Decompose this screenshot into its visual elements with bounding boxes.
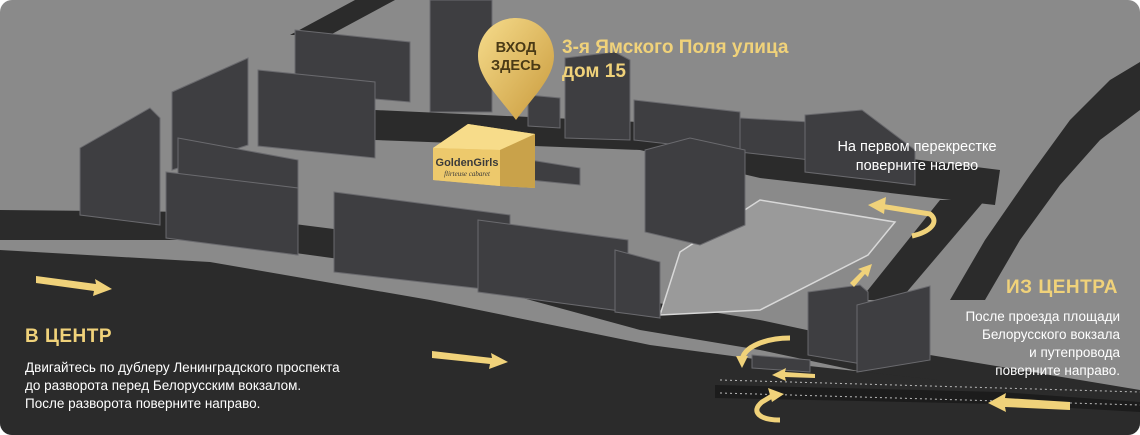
left-turn-arrow-icon (879, 203, 937, 239)
direction-line: Белорусского вокзала (981, 327, 1120, 342)
u-turn-arrow-icon (754, 393, 781, 423)
address-line: 3-я Ямского Поля улица (562, 37, 789, 58)
building (856, 285, 931, 373)
left-turn-arrow-head (868, 197, 886, 214)
direction-line: до разворота перед Белорусским вокзалом. (25, 378, 302, 393)
venue-building[interactable]: GoldenGirls flirteuse cabaret (433, 124, 535, 188)
direction-line: После разворота поверните направо. (25, 396, 261, 411)
arrow-right-icon (432, 351, 508, 369)
arrow-up-icon (850, 264, 872, 287)
building (614, 249, 661, 319)
pin-label-line1: ВХОД (496, 40, 537, 56)
route-arrows (36, 264, 1070, 412)
road-leningradsky-upper (0, 210, 1140, 420)
direction-line: и путепровода (1029, 345, 1120, 360)
arrow-left-icon (988, 393, 1070, 412)
building (564, 51, 631, 141)
pin-label-line2: ЗДЕСЬ (491, 58, 541, 74)
map-pin-icon[interactable]: ВХОД ЗДЕСЬ (478, 18, 554, 120)
building (429, 0, 493, 113)
road-side-lane (860, 200, 985, 300)
direction-line: После проезда площади (965, 309, 1120, 324)
u-turn-arrow-head (768, 388, 784, 402)
building (165, 171, 299, 256)
turn-left-note: На первом перекрестке поверните налево (810, 138, 1024, 176)
direction-line: Двигайтесь по дублеру Ленинградского про… (25, 360, 340, 375)
to-center-heading: В ЦЕНТР (25, 326, 113, 347)
building (751, 354, 811, 373)
road-top-diagonal (290, 0, 395, 35)
turn-arrow-head (736, 356, 748, 368)
turn-note-line: поверните налево (855, 158, 979, 174)
address-line: дом 15 (562, 61, 626, 82)
turn-note-line: На первом перекрестке (837, 139, 997, 155)
arrow-right-icon (36, 276, 112, 296)
venue-logo-title: GoldenGirls (436, 157, 499, 169)
rail-line (719, 379, 1140, 393)
building (739, 117, 811, 161)
building (257, 69, 376, 159)
from-center-heading: ИЗ ЦЕНТРА (1006, 277, 1118, 298)
venue-address: 3-я Ямского Поля улица дом 15 (562, 36, 788, 84)
arrow-left-icon (772, 368, 815, 381)
venue-logo-subtitle: flirteuse cabaret (444, 170, 491, 178)
building (79, 107, 161, 226)
to-center-directions: Двигайтесь по дублеру Ленинградского про… (25, 359, 385, 413)
from-center-directions: После проезда площади Белорусского вокза… (934, 308, 1120, 380)
road-cross-street (950, 62, 1140, 300)
building (644, 137, 746, 246)
building (804, 109, 916, 186)
direction-line: поверните направо. (995, 363, 1120, 378)
building (527, 94, 561, 129)
